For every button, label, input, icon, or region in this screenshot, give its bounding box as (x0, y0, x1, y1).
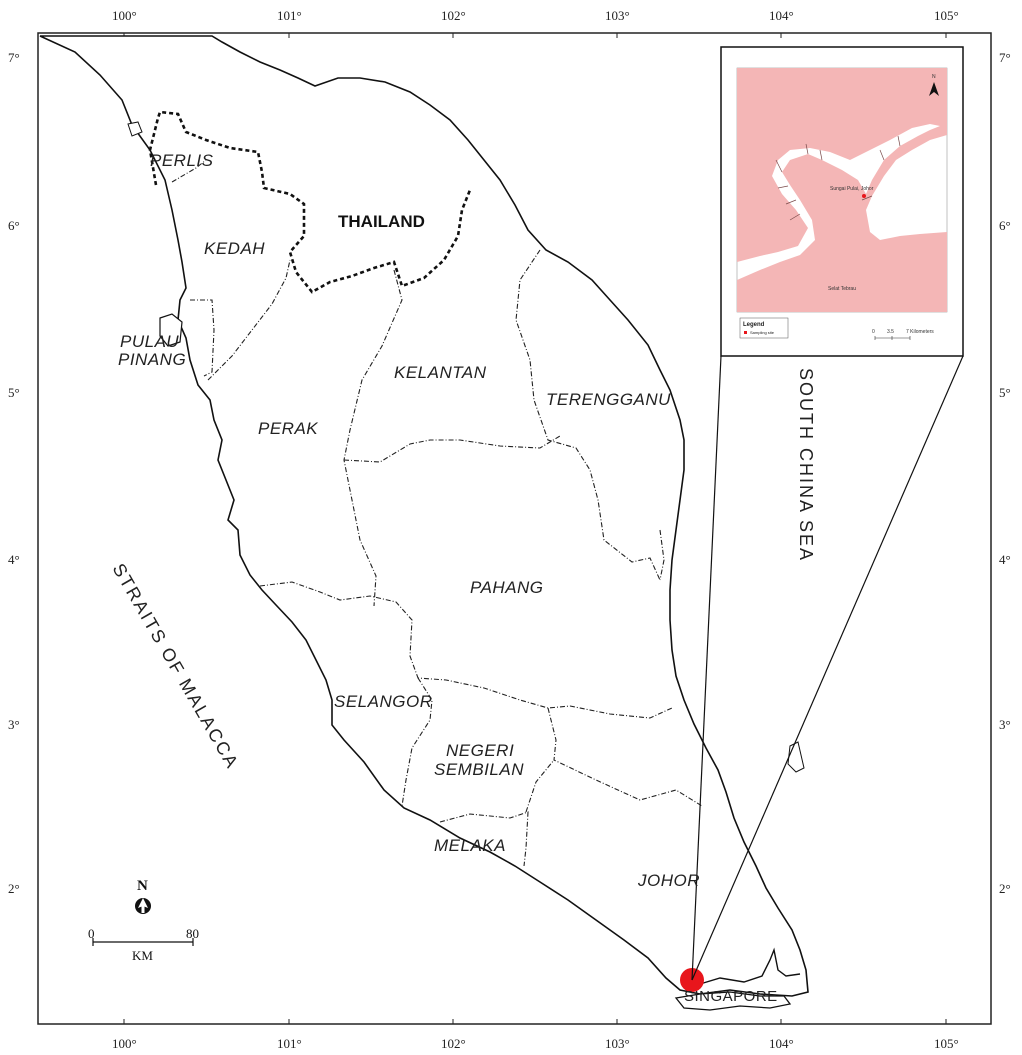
state-label-kedah: KEDAH (204, 239, 265, 258)
state-borders (171, 159, 703, 867)
right-tick-label: 6° (999, 218, 1011, 233)
state-label-negeri-sembilan: SEMBILAN (434, 760, 524, 779)
inset-scale-label: 3.5 (887, 329, 894, 335)
state-label-negeri-sembilan: NEGERI (446, 741, 514, 760)
left-tick-label: 6° (8, 218, 20, 233)
top-tick-label: 105° (934, 8, 959, 23)
inset-scale-label: 7 Kilometers (906, 329, 934, 335)
inset-strait-label: Selat Tebrau (828, 286, 856, 292)
top-tick-label: 100° (112, 8, 137, 23)
inset-land (737, 68, 947, 312)
right-tick-label: 4° (999, 552, 1011, 567)
inset-legend-title: Legend (743, 322, 765, 328)
inset-site-marker (862, 194, 866, 198)
inset-scale-bar (874, 336, 911, 340)
inset-map: Sungai Pulai, Johor Selat Tebrau N Legen… (720, 46, 964, 357)
state-label-selangor: SELANGOR (334, 692, 432, 711)
country-label-thailand: THAILAND (338, 212, 425, 231)
bottom-tick-label: 100° (112, 1036, 137, 1051)
inset-north-arrow-icon (929, 82, 939, 96)
bottom-ticks (123, 1019, 947, 1024)
peninsula-coastline (39, 35, 809, 997)
top-tick-label: 102° (441, 8, 466, 23)
right-tick-label: 2° (999, 881, 1011, 896)
state-label-perak: PERAK (258, 419, 318, 438)
bottom-tick-label: 105° (934, 1036, 959, 1051)
state-label-pulau-pinang: PINANG (118, 350, 186, 369)
bottom-tick-label: 104° (769, 1036, 794, 1051)
scale-min-label: 0 (88, 926, 95, 941)
scale-bar (92, 938, 194, 946)
top-tick-label: 101° (277, 8, 302, 23)
top-tick-label: 104° (769, 8, 794, 23)
pulau-pinang-island (159, 313, 183, 347)
right-tick-label: 5° (999, 385, 1011, 400)
inset-legend-item: Sampling site (750, 330, 775, 335)
inset-north-label: N (932, 74, 936, 80)
scale-max-label: 80 (186, 926, 199, 941)
inset-legend-box (739, 317, 789, 339)
top-tick-label: 103° (605, 8, 630, 23)
langkawi-island (127, 121, 143, 137)
johor-strait-detail (699, 947, 801, 985)
inset-connector-line (691, 355, 722, 981)
right-tick-label: 7° (999, 50, 1011, 65)
inset-connector-line (691, 355, 964, 981)
right-tick-label: 3° (999, 717, 1011, 732)
state-label-johor: JOHOR (637, 871, 700, 890)
state-label-perlis: PERLIS (150, 151, 214, 170)
inset-legend-swatch (744, 331, 747, 334)
bottom-tick-label: 101° (277, 1036, 302, 1051)
north-arrow-icon (135, 898, 151, 914)
left-tick-label: 2° (8, 881, 20, 896)
left-tick-label: 4° (8, 552, 20, 567)
state-label-pahang: PAHANG (470, 578, 544, 597)
thailand-border (148, 110, 472, 294)
north-arrow-label: N (137, 878, 148, 894)
left-tick-label: 5° (8, 385, 20, 400)
inset-site-label: Sungai Pulai, Johor (830, 186, 874, 192)
sea-label-south-china-sea: SOUTH CHINA SEA (796, 368, 816, 562)
bottom-tick-label: 103° (605, 1036, 630, 1051)
scale-unit-label: KM (132, 948, 153, 963)
inset-scale-label: 0 (872, 329, 875, 335)
left-tick-label: 3° (8, 717, 20, 732)
inset-river-branches (775, 135, 901, 221)
state-label-pulau-pinang: PULAU (120, 332, 179, 351)
state-label-melaka: MELAKA (434, 836, 506, 855)
state-label-kelantan: KELANTAN (394, 363, 487, 382)
bottom-tick-label: 102° (441, 1036, 466, 1051)
singapore-island (674, 991, 792, 1011)
left-tick-label: 7° (8, 50, 20, 65)
state-label-terengganu: TERENGGANU (546, 390, 671, 409)
country-label-singapore: SINGAPORE (684, 988, 778, 1005)
